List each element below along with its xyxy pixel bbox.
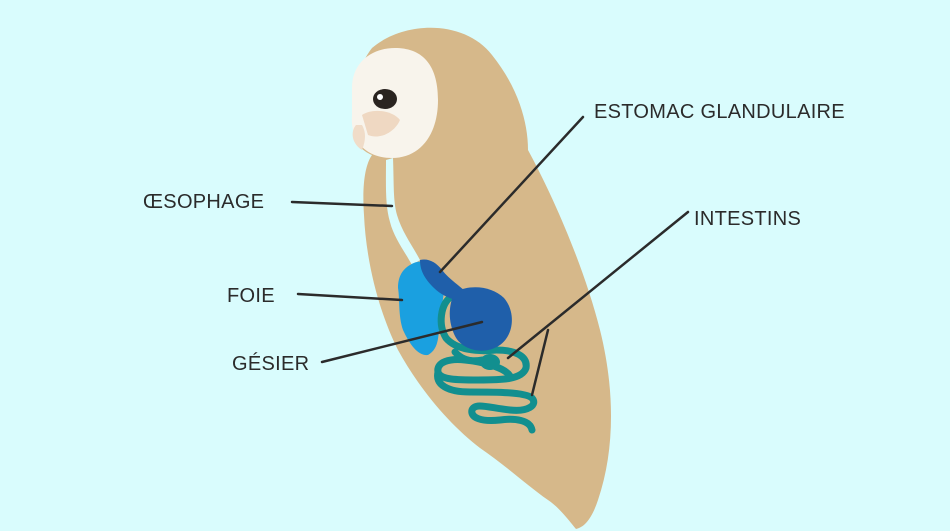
oesophage-label: ŒSOPHAGE [143,191,264,213]
gesier-organ [449,287,512,351]
estomac-organ [420,259,466,300]
owl-body [353,27,612,529]
owl-face-shade [362,110,400,137]
gesier-leader [320,320,484,364]
owl-eye-highlight [377,94,383,100]
estomac-leader [438,115,585,274]
oesophage-leader [290,200,394,208]
intestins-knot [480,354,500,370]
intestins-leader-a [506,210,690,360]
estomac-label: ESTOMAC GLANDULAIRE [594,101,845,123]
intestins-label: INTESTINS [694,208,801,230]
foie-label: FOIE [227,285,275,307]
foie-leader [296,292,404,302]
owl-beak [352,125,365,150]
oesophage-organ [385,158,420,265]
intestins-leader-b [530,328,550,397]
owl-eye [373,89,397,109]
gesier-label: GÉSIER [232,352,309,375]
